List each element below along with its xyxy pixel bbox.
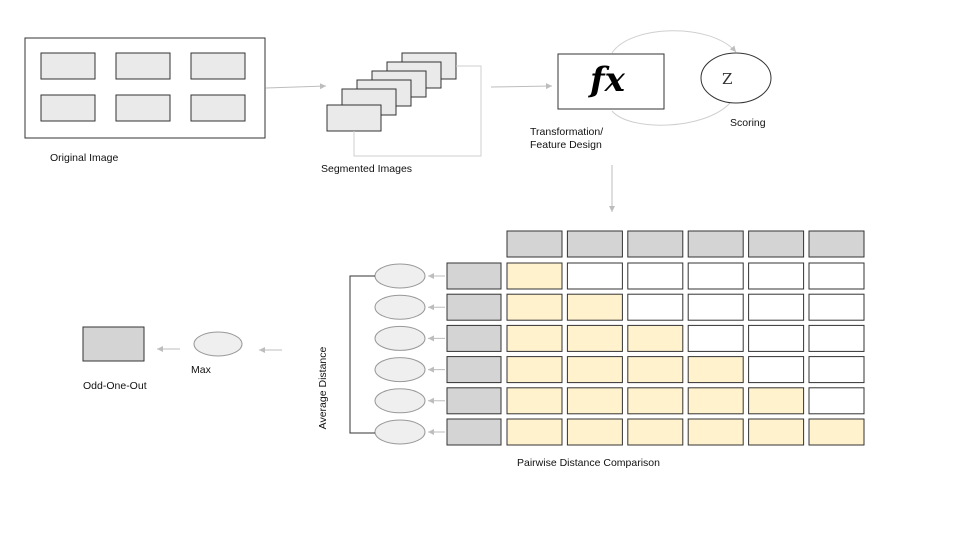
- distance-cell-filled: [687, 356, 744, 384]
- scoring-ellipse: [700, 52, 772, 104]
- column-header-cell: [627, 230, 684, 258]
- distance-cell-filled: [687, 387, 744, 415]
- distance-cell-filled: [627, 418, 684, 446]
- column-header-cell: [808, 230, 865, 258]
- label-segmented-images: Segmented Images: [321, 163, 413, 175]
- segment-box: [190, 94, 246, 122]
- distance-cell-empty: [808, 262, 865, 290]
- distance-cell-filled: [687, 418, 744, 446]
- average-bracket: [349, 275, 375, 434]
- distance-cell-empty: [808, 324, 865, 352]
- distance-cell-empty: [748, 262, 805, 290]
- distance-cell-filled: [627, 387, 684, 415]
- cycle-arc-top: [611, 30, 737, 54]
- label-scoring: Scoring: [730, 117, 766, 129]
- average-distance-ellipse: [374, 388, 426, 414]
- fx-box: [557, 53, 665, 110]
- stack-card: [326, 104, 382, 132]
- distance-cell-filled: [506, 387, 563, 415]
- label-transformation: Transformation/: [530, 126, 604, 138]
- column-header-cell: [748, 230, 805, 258]
- arrow-original-to-segmented: [265, 83, 327, 90]
- average-distance-ellipse: [374, 419, 426, 445]
- label-max: Max: [191, 364, 211, 376]
- distance-cell-filled: [506, 356, 563, 384]
- distance-cell-empty: [687, 293, 744, 321]
- average-distance-ellipse: [374, 263, 426, 289]
- row-header-cell: [446, 262, 502, 290]
- distance-cell-filled: [506, 418, 563, 446]
- distance-cell-empty: [627, 262, 684, 290]
- column-header-cell: [566, 230, 623, 258]
- row-header-cell: [446, 418, 502, 446]
- distance-cell-filled: [627, 324, 684, 352]
- distance-cell-empty: [748, 324, 805, 352]
- average-distance-ellipse: [374, 357, 426, 383]
- distance-cell-empty: [627, 293, 684, 321]
- average-distance-ellipse: [374, 325, 426, 351]
- distance-cell-empty: [687, 262, 744, 290]
- distance-cell-filled: [566, 293, 623, 321]
- arrow-segmented-to-fx: [490, 83, 553, 90]
- distance-cell-empty: [748, 293, 805, 321]
- average-distance-ellipses: [374, 263, 426, 445]
- z-symbol: Z: [722, 70, 733, 88]
- column-header-cell: [506, 230, 563, 258]
- distance-cell-empty: [687, 324, 744, 352]
- distance-cell-empty: [566, 262, 623, 290]
- row-header-cell: [446, 324, 502, 352]
- segment-box: [40, 52, 96, 80]
- distance-cell-empty: [808, 293, 865, 321]
- distance-cell-filled: [566, 356, 623, 384]
- fx-symbol: fx: [590, 60, 625, 100]
- cycle-arc-bottom: [611, 102, 731, 126]
- label-original-image: Original Image: [50, 152, 119, 164]
- distance-cell-filled: [566, 418, 623, 446]
- distance-cell-filled: [566, 324, 623, 352]
- label-feature-design: Feature Design: [530, 139, 602, 151]
- distance-cell-filled: [627, 356, 684, 384]
- distance-cell-filled: [506, 324, 563, 352]
- segment-box: [190, 52, 246, 80]
- segment-box: [40, 94, 96, 122]
- distance-cell-filled: [808, 418, 865, 446]
- label-average-distance: Average Distance: [317, 346, 329, 430]
- average-distance-ellipse: [374, 294, 426, 320]
- distance-cell-filled: [506, 262, 563, 290]
- max-ellipse: [193, 331, 243, 357]
- distance-cell-filled: [748, 418, 805, 446]
- row-header-cell: [446, 387, 502, 415]
- distance-cell-empty: [808, 387, 865, 415]
- label-pairwise-distance: Pairwise Distance Comparison: [517, 457, 660, 469]
- matrix-row-headers: [446, 262, 502, 446]
- segment-box: [115, 52, 171, 80]
- distance-cell-filled: [748, 387, 805, 415]
- distance-cell-empty: [748, 356, 805, 384]
- segment-box: [115, 94, 171, 122]
- distance-cell-filled: [506, 293, 563, 321]
- matrix-cells: [506, 262, 865, 446]
- distance-cell-filled: [566, 387, 623, 415]
- original-image-segments: [40, 52, 246, 122]
- row-header-cell: [446, 293, 502, 321]
- distance-cell-empty: [808, 356, 865, 384]
- odd-one-out-box: [82, 326, 145, 362]
- column-header-cell: [687, 230, 744, 258]
- row-to-ellipse-arrows: [428, 273, 445, 435]
- segmented-images-stack: [326, 52, 457, 132]
- matrix-header-row: [506, 230, 865, 258]
- row-header-cell: [446, 356, 502, 384]
- stack-bracket: [353, 65, 482, 157]
- label-odd-one-out: Odd-One-Out: [83, 380, 147, 392]
